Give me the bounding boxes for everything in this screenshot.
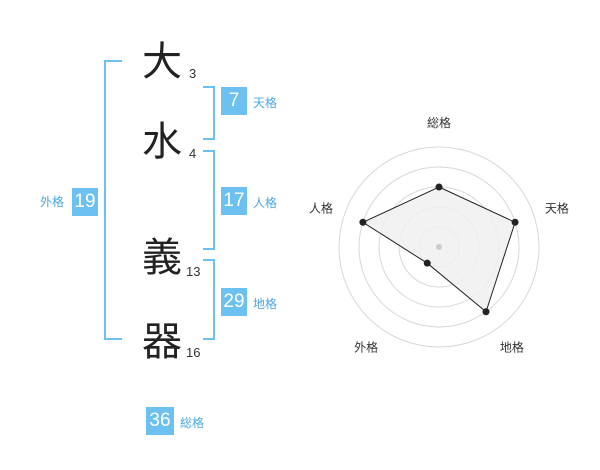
radar-ring bbox=[378, 186, 500, 308]
stroke-count-2: 4 bbox=[189, 146, 197, 161]
radar-point-4 bbox=[423, 259, 431, 267]
chikaku-bracket bbox=[203, 259, 215, 340]
radar-ring bbox=[398, 206, 480, 288]
radar-axis-label-4: 外格 bbox=[354, 339, 378, 354]
radar-point-2 bbox=[511, 218, 519, 226]
radar-ring bbox=[338, 146, 540, 348]
radar-series-area bbox=[361, 186, 516, 313]
chikaku-label: 地格 bbox=[253, 297, 278, 311]
soukaku-label: 総格 bbox=[180, 416, 205, 430]
jinkaku-value: 17 bbox=[221, 187, 247, 215]
tenkaku-bracket bbox=[203, 86, 215, 140]
soukaku-value: 36 bbox=[146, 407, 174, 435]
name-char-1: 大 bbox=[142, 39, 182, 85]
radar-point-5 bbox=[359, 218, 367, 226]
radar-axis-label-3: 地格 bbox=[500, 339, 524, 354]
jinkaku-label: 人格 bbox=[253, 196, 278, 210]
chikaku-value: 29 bbox=[221, 288, 247, 316]
jinkaku-bracket bbox=[203, 150, 215, 250]
radar-point-1 bbox=[435, 183, 443, 191]
tenkaku-label: 天格 bbox=[253, 96, 278, 110]
stroke-count-3: 13 bbox=[186, 264, 201, 279]
stroke-count-1: 3 bbox=[189, 66, 197, 81]
radar-axis-label-1: 総格 bbox=[427, 115, 451, 130]
radar-ring bbox=[358, 166, 520, 328]
radar-ring bbox=[418, 226, 460, 268]
radar-axis-label-5: 人格 bbox=[309, 201, 333, 216]
gaikaku-value: 19 bbox=[72, 188, 98, 216]
radar-point-3 bbox=[482, 308, 490, 316]
name-char-2: 水 bbox=[142, 119, 182, 165]
name-char-4: 器 bbox=[142, 319, 182, 365]
radar-center-dot bbox=[436, 244, 442, 250]
stroke-count-4: 16 bbox=[186, 345, 201, 360]
tenkaku-value: 7 bbox=[221, 87, 247, 115]
name-char-3: 義 bbox=[142, 235, 182, 281]
gaikaku-label: 外格 bbox=[40, 195, 65, 209]
radar-axis-label-2: 天格 bbox=[545, 201, 569, 216]
gaikaku-bracket bbox=[104, 60, 122, 340]
